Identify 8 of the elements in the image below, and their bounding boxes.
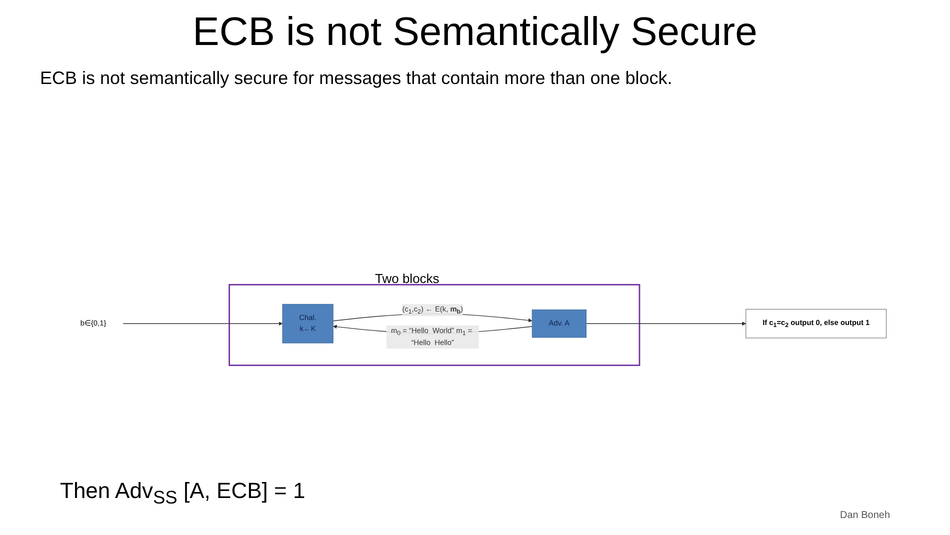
arrow <box>122 322 283 326</box>
slide-title: ECB is not Semantically Secure <box>192 10 758 55</box>
intro-text: ECB is not semantically secure for messages that contain more than one block. <box>40 68 674 89</box>
arrow <box>586 322 746 326</box>
cluster <box>228 284 640 366</box>
author-credit: Dan Boneh <box>840 510 890 521</box>
brace-label: Two blocks <box>375 271 440 286</box>
result-text: Then Adv$_{SS}$ [A, ECB] = 1 <box>60 478 306 508</box>
